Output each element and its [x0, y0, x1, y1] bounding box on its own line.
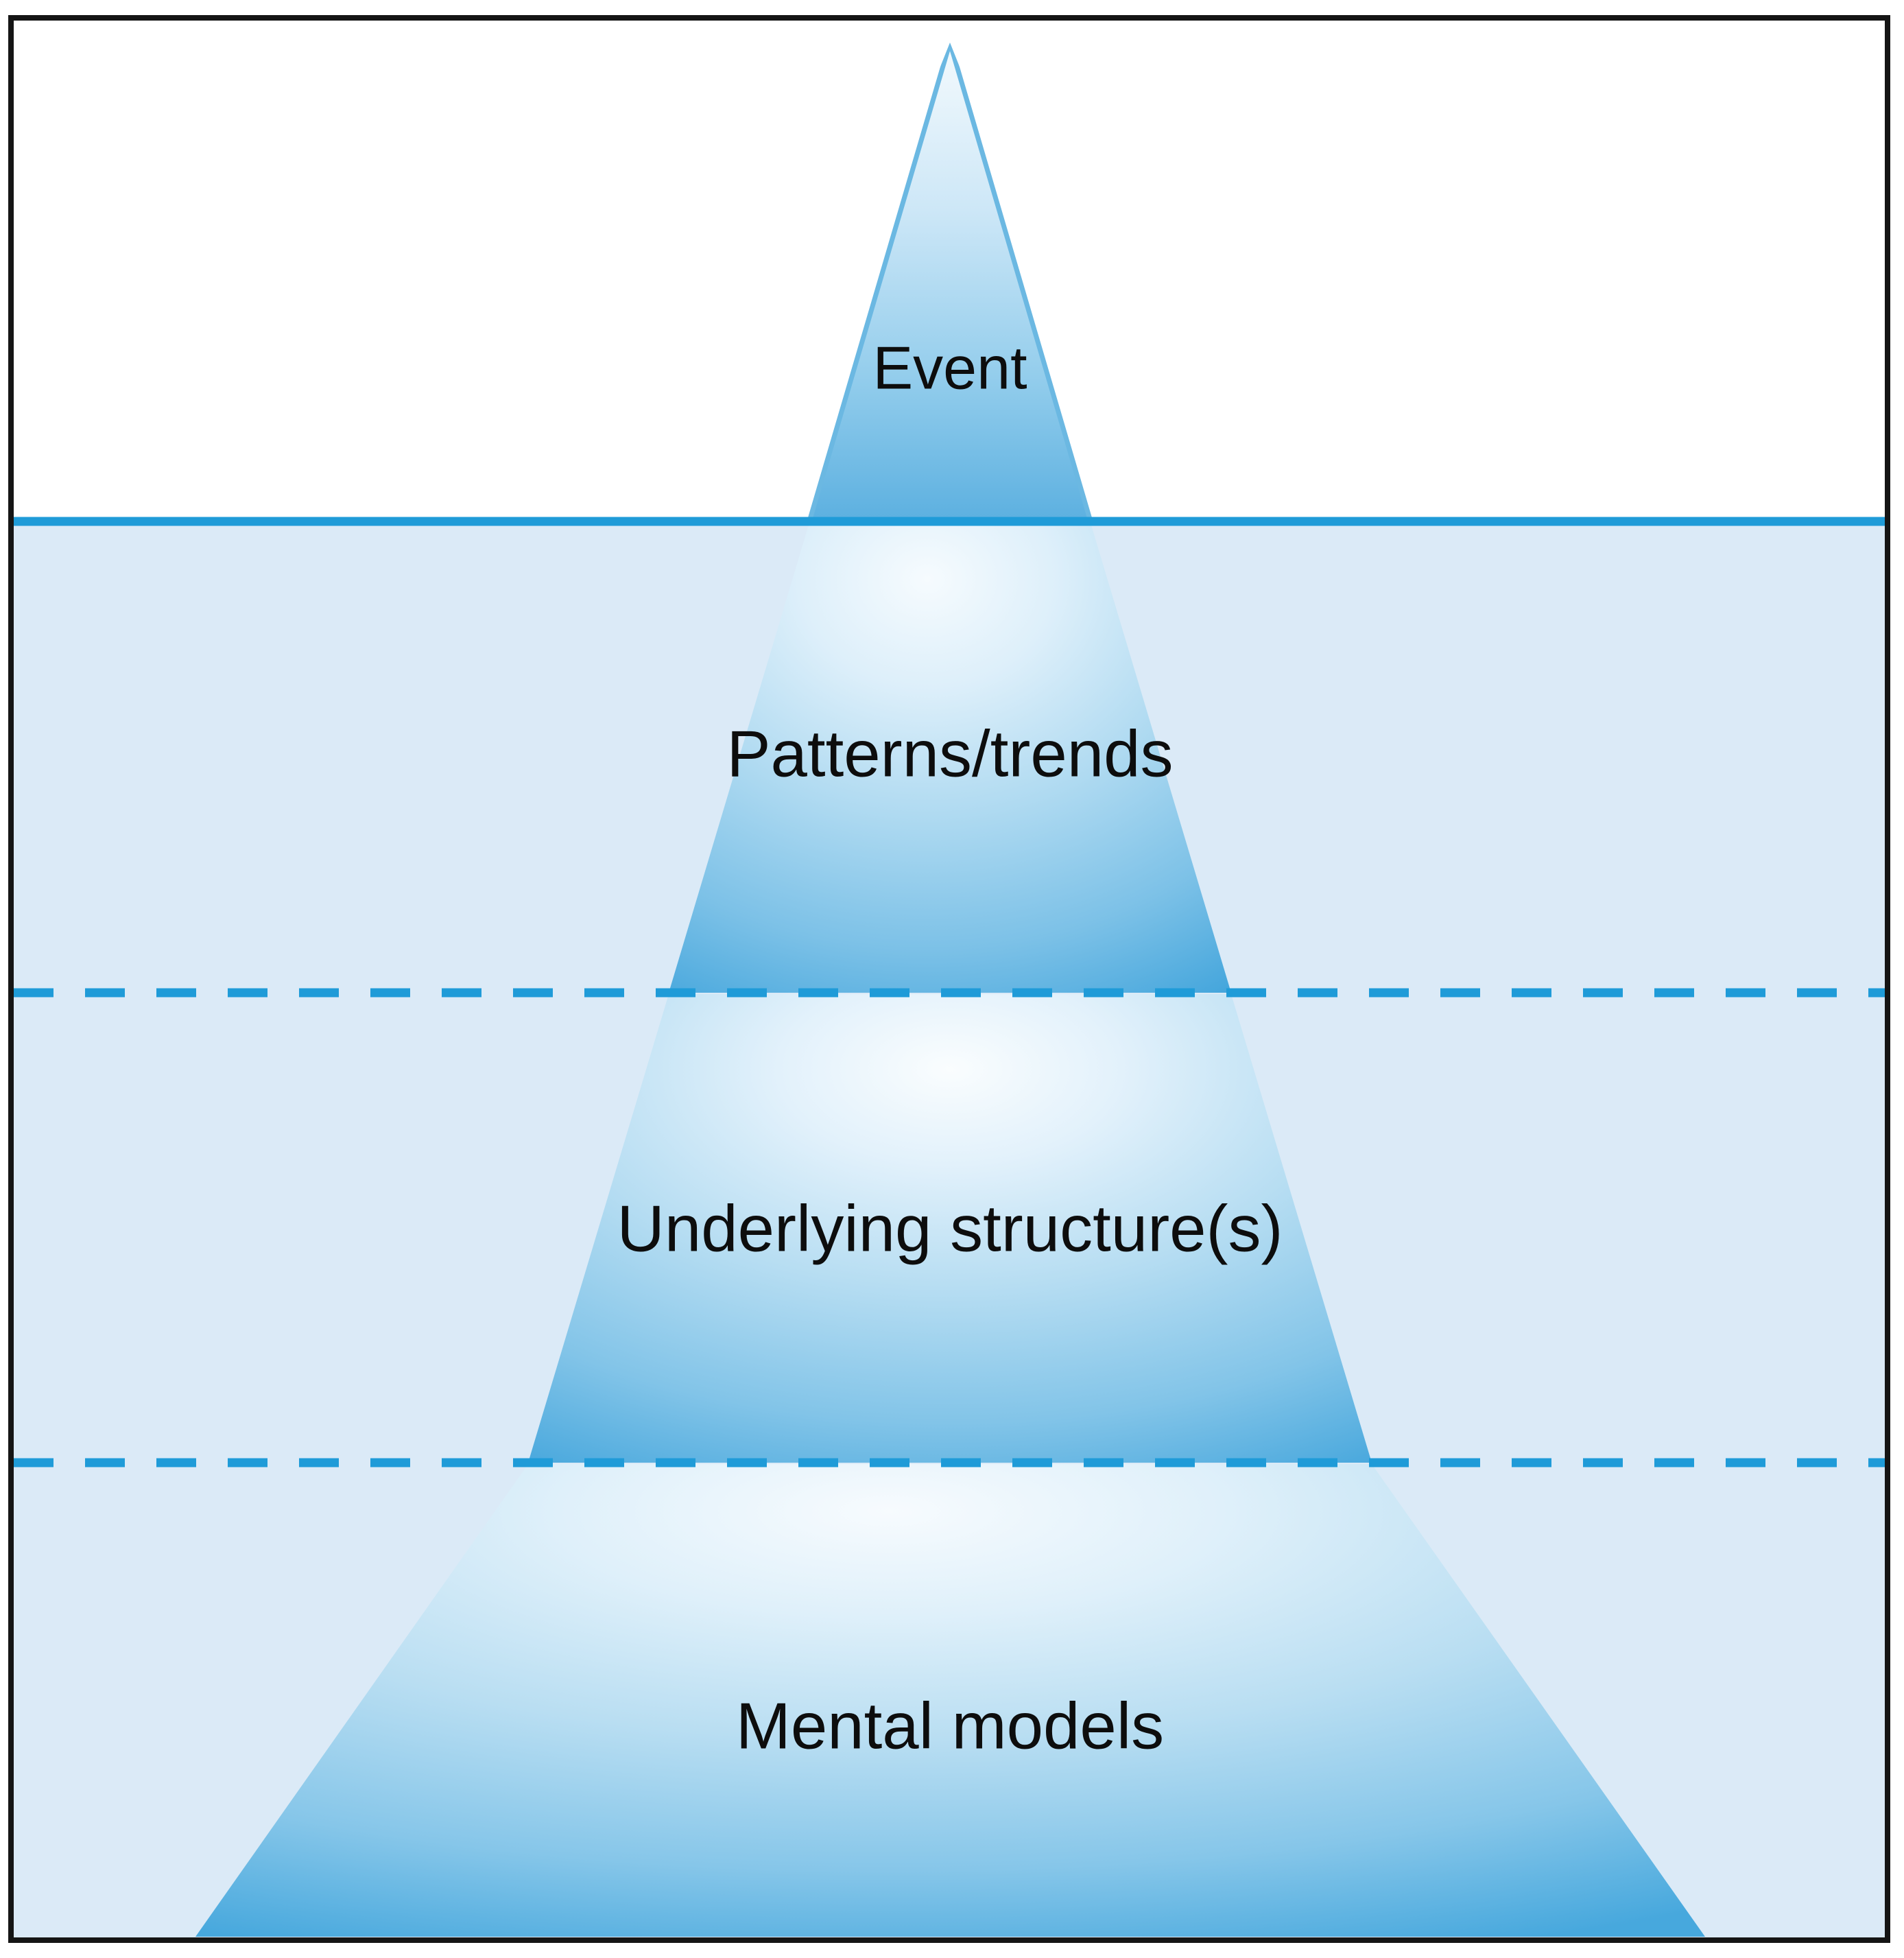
segment-underlying-structures	[528, 994, 1372, 1463]
diagram-canvas: Event Patterns/trends Underlying structu…	[14, 21, 1885, 1937]
label-patterns-trends: Patterns/trends	[727, 717, 1174, 790]
label-event: Event	[872, 333, 1027, 401]
label-mental-models: Mental models	[736, 1689, 1164, 1762]
segment-patterns-trends	[669, 523, 1231, 993]
label-underlying-structures: Underlying structure(s)	[617, 1192, 1283, 1265]
iceberg-diagram: Event Patterns/trends Underlying structu…	[14, 21, 1885, 1937]
segment-mental-models	[195, 1464, 1705, 1937]
